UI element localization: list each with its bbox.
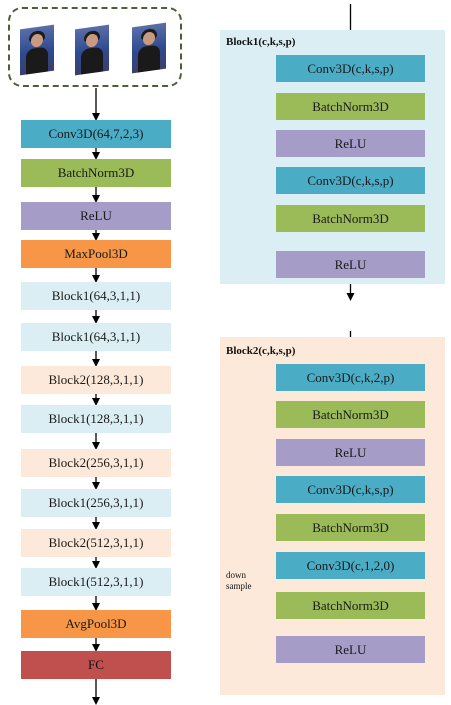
input-frame-thumbnail-3 xyxy=(132,22,166,74)
layer-6-label: Block2(128,3,1,1) xyxy=(48,372,144,387)
block2-title: Block2(c,k,s,p) xyxy=(226,345,296,357)
block2-layer-4-batchnorm3d: BatchNorm3D xyxy=(276,514,425,541)
layer-5-block1-64-3-1-1: Block1(64,3,1,1) xyxy=(21,323,171,351)
layer-7-block1-128-3-1-1: Block1(128,3,1,1) xyxy=(21,405,171,433)
block2-output-label: ReLU xyxy=(334,641,367,657)
block2-layer-4-label: BatchNorm3D xyxy=(312,519,389,535)
block1-layer-0-conv3d-c-k-s-p: Conv3D(c,k,s,p) xyxy=(276,55,425,82)
layer-3-maxpool3d: MaxPool3D xyxy=(21,240,171,268)
block1-output-relu: ReLU xyxy=(276,251,425,278)
block1-layer-3-label: Conv3D(c,k,s,p) xyxy=(307,172,394,188)
block1-title: Block1(c,k,s,p) xyxy=(226,36,296,48)
block2-layer-1-batchnorm3d: BatchNorm3D xyxy=(276,401,425,428)
layer-11-label: Block1(512,3,1,1) xyxy=(48,574,144,589)
layer-10-block2-512-3-1-1: Block2(512,3,1,1) xyxy=(21,529,171,557)
layer-1-label: BatchNorm3D xyxy=(57,165,135,180)
layer-7-label: Block1(128,3,1,1) xyxy=(48,411,144,426)
block1-layer-2-label: ReLU xyxy=(334,135,367,151)
block1-layer-1-label: BatchNorm3D xyxy=(312,98,389,114)
block2-layer-2-label: ReLU xyxy=(334,444,367,460)
layer-6-block2-128-3-1-1: Block2(128,3,1,1) xyxy=(21,366,171,394)
input-frames-group xyxy=(8,7,182,87)
input-frame-thumbnail-2 xyxy=(75,24,109,76)
block2-layer-6-label: BatchNorm3D xyxy=(312,597,389,613)
layer-8-label: Block2(256,3,1,1) xyxy=(48,455,144,470)
block1-layer-1-batchnorm3d: BatchNorm3D xyxy=(276,93,425,120)
block2-layer-0-conv3d-c-k-2-p: Conv3D(c,k,2,p) xyxy=(276,364,425,391)
layer-0-conv3d-64-7-2-3: Conv3D(64,7,2,3) xyxy=(21,120,171,148)
block1-layer-4-batchnorm3d: BatchNorm3D xyxy=(276,205,425,232)
block1-layer-0-label: Conv3D(c,k,s,p) xyxy=(307,60,394,76)
layer-9-label: Block1(256,3,1,1) xyxy=(48,495,144,510)
block2-layer-2-relu: ReLU xyxy=(276,439,425,466)
layer-8-block2-256-3-1-1: Block2(256,3,1,1) xyxy=(21,449,171,477)
block1-layer-2-relu: ReLU xyxy=(276,130,425,157)
layer-9-block1-256-3-1-1: Block1(256,3,1,1) xyxy=(21,489,171,517)
layer-3-label: MaxPool3D xyxy=(64,246,128,261)
layer-10-label: Block2(512,3,1,1) xyxy=(48,535,144,550)
layer-4-label: Block1(64,3,1,1) xyxy=(51,288,141,303)
block2-layer-5-conv3d-c-1-2-0: Conv3D(c,1,2,0) xyxy=(276,552,425,579)
layer-11-block1-512-3-1-1: Block1(512,3,1,1) xyxy=(21,568,171,596)
block2-output-relu: ReLU xyxy=(276,636,425,663)
downsample-note-line-1: down xyxy=(226,570,246,580)
layer-12-label: AvgPool3D xyxy=(65,616,127,631)
block1-layer-4-label: BatchNorm3D xyxy=(312,210,389,226)
layer-2-relu: ReLU xyxy=(21,202,171,230)
layer-13-label: FC xyxy=(88,657,104,672)
block2-layer-0-label: Conv3D(c,k,2,p) xyxy=(306,369,395,385)
block2-layer-6-batchnorm3d: BatchNorm3D xyxy=(276,592,425,619)
layer-13-fc: FC xyxy=(21,651,171,679)
block2-layer-1-label: BatchNorm3D xyxy=(312,406,389,422)
block2-layer-3-label: Conv3D(c,k,s,p) xyxy=(307,481,394,497)
layer-0-label: Conv3D(64,7,2,3) xyxy=(48,126,144,141)
layer-5-label: Block1(64,3,1,1) xyxy=(51,329,141,344)
layer-2-label: ReLU xyxy=(80,208,112,223)
block1-layer-3-conv3d-c-k-s-p: Conv3D(c,k,s,p) xyxy=(276,167,425,194)
input-frame-thumbnail-1 xyxy=(20,24,54,76)
block2-layer-5-label: Conv3D(c,1,2,0) xyxy=(306,557,395,573)
layer-4-block1-64-3-1-1: Block1(64,3,1,1) xyxy=(21,282,171,310)
layer-12-avgpool3d: AvgPool3D xyxy=(21,610,171,638)
layer-1-batchnorm3d: BatchNorm3D xyxy=(21,159,171,187)
downsample-note-line-2: sample xyxy=(226,581,252,591)
downsample-note: down sample xyxy=(226,570,266,592)
block1-output-label: ReLU xyxy=(334,256,367,272)
block2-layer-3-conv3d-c-k-s-p: Conv3D(c,k,s,p) xyxy=(276,476,425,503)
